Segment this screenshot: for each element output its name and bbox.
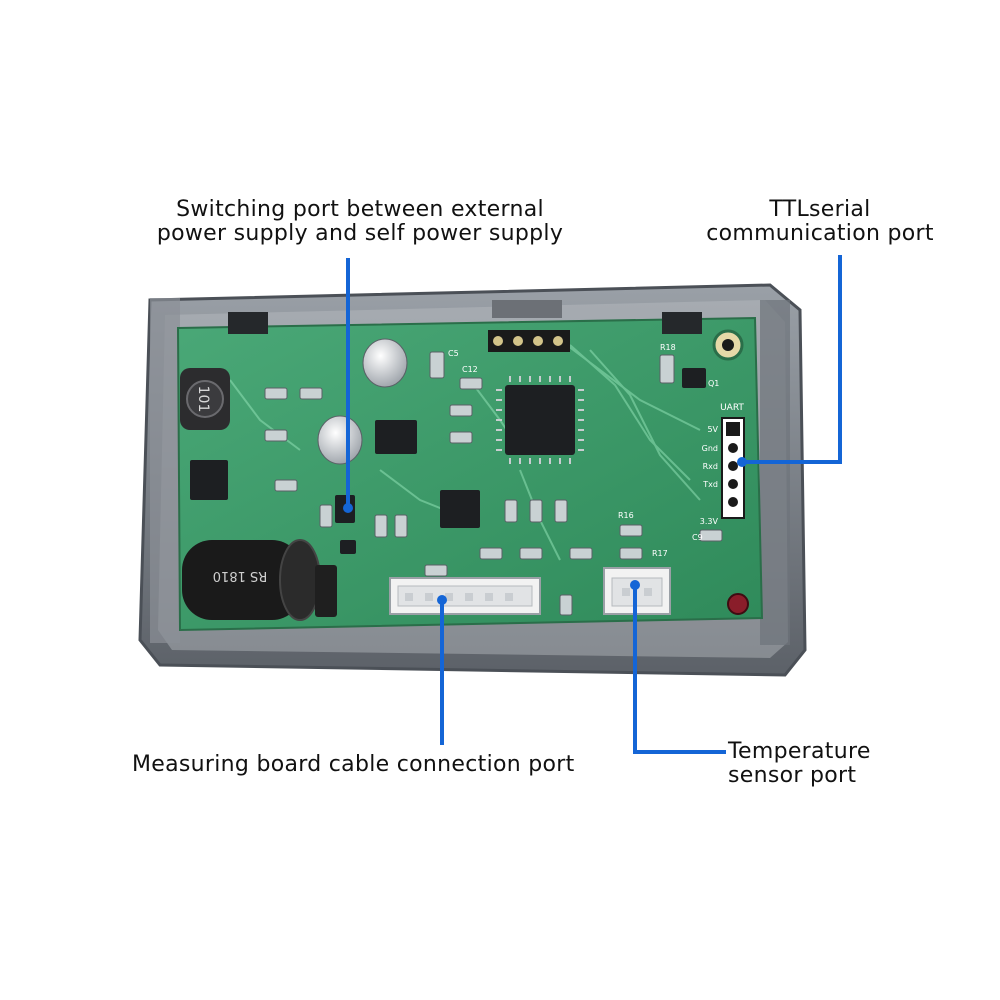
- temperature-sensor-label: Temperature sensor port: [728, 740, 968, 788]
- case-clip-left: [228, 312, 268, 334]
- inductor: 101: [180, 368, 230, 430]
- capacitor-small-2: [317, 415, 363, 465]
- ttl-serial-label: TTLserial communication port: [680, 198, 960, 246]
- callout-endpoints: [343, 457, 747, 605]
- capacitor-small-1: [362, 338, 408, 388]
- silk-c5: C5: [448, 349, 459, 358]
- ttl-serial-pointer: [742, 255, 842, 464]
- silkscreen-labels: C5 C12 R18 Q1 R16 R17 C9: [448, 343, 719, 558]
- pin-label-gnd: Gnd: [702, 444, 718, 453]
- microcontroller-chip: [505, 385, 575, 455]
- silk-r16: R16: [618, 511, 634, 520]
- switching-port-label-line1: Switching port between external: [176, 197, 544, 222]
- measuring-board-connector: [389, 577, 541, 615]
- inductor-marking: 101: [195, 386, 211, 413]
- silk-c12: C12: [462, 365, 478, 374]
- smd-components: [264, 351, 723, 616]
- pin-label-5v: 5V: [707, 425, 718, 434]
- measuring-board-label-line1: Measuring board cable connection port: [132, 752, 575, 777]
- large-capacitor: RS 1810: [182, 539, 321, 621]
- silk-c9: C9: [692, 533, 703, 542]
- pin-label-rxd: Rxd: [703, 462, 718, 471]
- pin-label-txd: Txd: [702, 480, 718, 489]
- measuring-board-label: Measuring board cable connection port: [132, 753, 652, 777]
- case-clip-right: [662, 312, 702, 334]
- temperature-sensor-label-line1: Temperature: [728, 739, 871, 764]
- led-indicator: [727, 593, 749, 615]
- ic-pins: [496, 376, 584, 464]
- ttl-serial-label-line1: TTLserial: [769, 197, 871, 222]
- capacitor-marking: RS 1810: [213, 568, 268, 583]
- transistor-q1: [682, 368, 706, 388]
- silk-r17: R17: [652, 549, 668, 558]
- tantalum-capacitor: [315, 565, 337, 617]
- top-header-pins: [488, 300, 570, 352]
- temperature-sensor-label-line2: sensor port: [728, 763, 857, 788]
- silk-q1: Q1: [708, 379, 719, 388]
- pin-label-3v3: 3.3V: [700, 517, 719, 526]
- temperature-sensor-pointer: [633, 585, 726, 754]
- callout-pointers: [346, 255, 842, 754]
- power-ic-chip: [190, 460, 228, 500]
- switching-port-label: Switching port between external power su…: [130, 198, 590, 246]
- regulator-chip: [440, 490, 480, 528]
- ttl-serial-label-line2: communication port: [706, 221, 934, 246]
- uart-label: UART: [720, 403, 744, 413]
- silk-r18: R18: [660, 343, 676, 352]
- uart-header: UART 5V Gnd Rxd Txd 3.3V: [700, 403, 745, 526]
- mosfet-chip: [375, 420, 417, 454]
- switching-port-label-line2: power supply and self power supply: [156, 221, 564, 246]
- pcb-board: 101 RS 1810 UART: [176, 300, 764, 632]
- ic-chips: [190, 368, 706, 554]
